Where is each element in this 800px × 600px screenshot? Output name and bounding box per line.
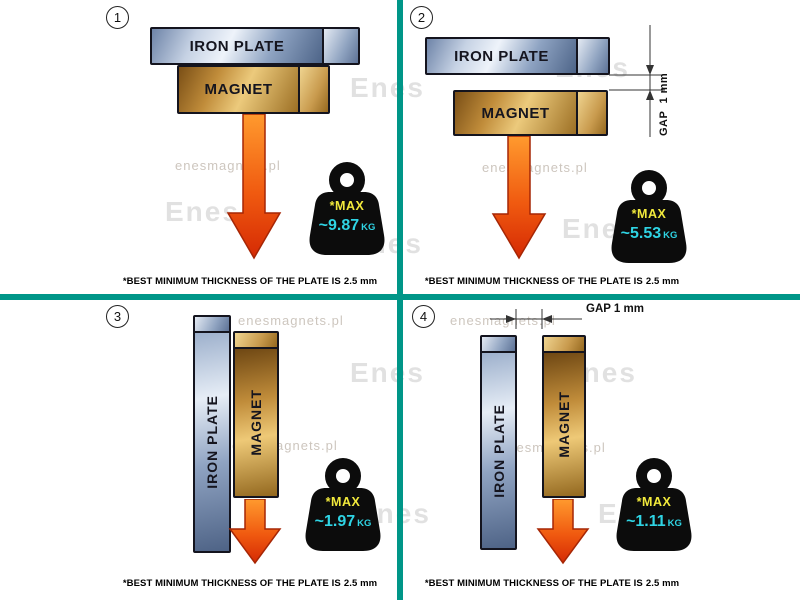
enes-logo-watermark: Enes (165, 196, 240, 227)
iron-plate-face: IRON PLATE (427, 39, 576, 73)
panel-gap-horizontal: 2 enesmagnets.pl Enes Enes IRON PLATE GA… (400, 0, 800, 295)
iron-plate-block: IRON PLATE (150, 27, 360, 65)
magnet-block: MAGNET (542, 335, 586, 498)
iron-plate-end-face (482, 337, 515, 353)
panel-number: 2 (417, 10, 426, 25)
pull-force-arrow-icon (536, 499, 590, 565)
force-number: ~9.87 (318, 217, 360, 234)
magnet-block: MAGNET (453, 90, 608, 136)
gap-label: GAP 1 mm (658, 28, 670, 136)
panel-contact-horizontal: 1 enesmagnets.pl Enes Enes Enes IRON PLA… (0, 0, 423, 295)
magnet-face: MAGNET (544, 353, 584, 496)
iron-plate-end-face (322, 29, 358, 63)
iron-plate-block: IRON PLATE (480, 335, 517, 550)
force-unit: KG (663, 230, 678, 241)
max-label: *MAX (329, 199, 365, 213)
force-unit: KG (361, 222, 376, 233)
pull-force-arrow-icon (491, 136, 547, 260)
caption-bold: 2.5 mm (343, 578, 378, 589)
caption-text: *BEST MINIMUM THICKNESS OF THE PLATE IS (122, 276, 341, 287)
caption-bold: 2.5 mm (343, 276, 378, 287)
panel-gap-vertical: 4 enesmagnets.pl enesmagnets.pl Enes Ene… (400, 295, 800, 600)
caption-text: *BEST MINIMUM THICKNESS OF THE PLATE IS (122, 578, 341, 589)
watermark-site: enesmagnets.pl (238, 313, 344, 328)
max-label: *MAX (325, 495, 361, 509)
magnet-end-face (576, 92, 606, 134)
iron-plate-end-face (195, 317, 229, 333)
kettlebell-shape (309, 162, 385, 255)
panel-number-badge: 4 (412, 305, 435, 328)
magnet-end-face (235, 333, 277, 349)
panel-number-badge: 1 (106, 6, 129, 29)
iron-plate-label: IRON PLATE (189, 37, 285, 55)
enes-logo-watermark: Enes (350, 72, 425, 103)
magnet-label: MAGNET (204, 81, 273, 98)
panel-number-badge: 3 (106, 305, 129, 328)
iron-plate-label: IRON PLATE (454, 47, 549, 65)
gap-value: 1 mm (658, 72, 670, 104)
iron-plate-label: IRON PLATE (204, 395, 220, 489)
panel-contact-vertical: 3 enesmagnets.pl enesmagnets.pl Enes Ene… (0, 295, 429, 600)
magnet-label: MAGNET (556, 391, 572, 458)
panel-number: 4 (419, 309, 428, 324)
magnet-label: MAGNET (481, 104, 550, 122)
gap-word: GAP (658, 110, 670, 136)
max-label: *MAX (631, 207, 667, 221)
panel-number: 1 (113, 10, 122, 25)
iron-plate-label: IRON PLATE (490, 403, 507, 498)
kettlebell-shape (616, 458, 692, 551)
iron-plate-block: IRON PLATE (193, 315, 231, 553)
watermark-site: enesmagnets.pl (450, 313, 556, 328)
kettlebell-shape (305, 458, 381, 551)
magnet-end-face (544, 337, 584, 353)
force-number: ~5.53 (620, 225, 662, 242)
gap-dimension-lines (490, 309, 582, 329)
caption-bold: 2.5 mm (645, 276, 680, 287)
iron-plate-face: IRON PLATE (195, 333, 229, 551)
magnet-face: MAGNET (179, 67, 298, 112)
magnet-face: MAGNET (455, 92, 576, 134)
gap-value: 1 mm (613, 303, 644, 315)
force-unit: KG (667, 518, 682, 529)
caption-text: *BEST MINIMUM THICKNESS OF THE PLATE IS (424, 276, 643, 287)
iron-plate-face: IRON PLATE (152, 29, 322, 63)
divider-vertical (397, 0, 403, 600)
kettlebell-shape (611, 170, 687, 263)
pull-force-arrow-icon (228, 499, 282, 565)
magnet-block: MAGNET (177, 65, 330, 114)
panel-number-badge: 2 (410, 6, 433, 29)
caption-bold: 2.5 mm (645, 578, 680, 589)
iron-plate-block: IRON PLATE (425, 37, 610, 75)
magnet-face: MAGNET (235, 349, 277, 496)
magnet-label: MAGNET (248, 389, 264, 456)
divider-horizontal (0, 294, 800, 300)
iron-plate-end-face (576, 39, 608, 73)
max-label: *MAX (636, 495, 672, 509)
force-number: ~1.11 (626, 513, 666, 530)
caption-text: *BEST MINIMUM THICKNESS OF THE PLATE IS (424, 578, 643, 589)
force-unit: KG (357, 518, 372, 529)
enes-logo-watermark: Enes (350, 357, 425, 388)
pull-force-arrow-icon (226, 114, 282, 260)
gap-dimension-lines (609, 25, 665, 137)
magnet-block: MAGNET (233, 331, 279, 498)
gap-word: GAP (586, 303, 611, 315)
iron-plate-face: IRON PLATE (482, 353, 515, 548)
panel-number: 3 (113, 309, 122, 324)
magnet-end-face (298, 67, 328, 112)
force-number: ~1.97 (314, 513, 356, 530)
